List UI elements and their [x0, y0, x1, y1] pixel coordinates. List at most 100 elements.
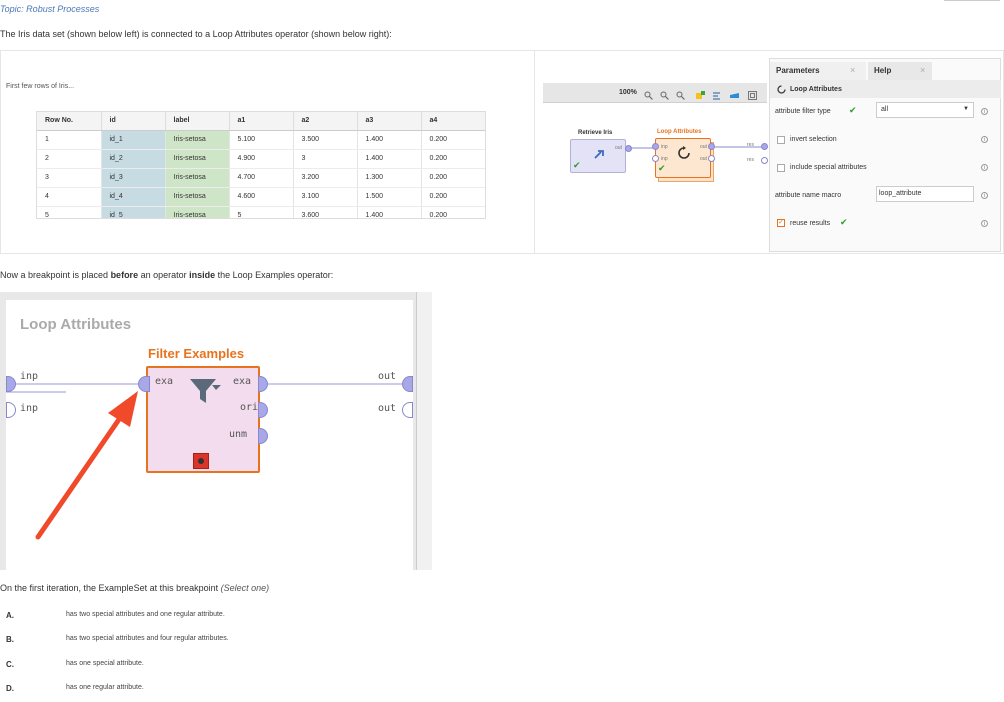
valid-check-icon: ✔ — [840, 217, 848, 227]
subprocess-out-port-1[interactable] — [402, 376, 413, 392]
table-cell: 1.400 — [357, 130, 422, 150]
zoom-in-icon[interactable] — [644, 87, 653, 100]
table-cell: 0.200 — [421, 168, 485, 188]
table-cell: 3.500 — [293, 130, 358, 150]
table-cell: 5.100 — [229, 130, 294, 150]
vertical-scrollbar[interactable] — [416, 292, 432, 570]
port-label: inp — [661, 156, 668, 162]
intro-text: The Iris data set (shown below left) is … — [0, 29, 392, 39]
loop-out-port-2[interactable] — [708, 155, 715, 162]
column-header[interactable]: Row No. — [37, 112, 102, 131]
auto-wire-icon[interactable] — [696, 87, 705, 99]
table-cell: 4.600 — [229, 187, 294, 207]
column-header[interactable]: label — [165, 112, 230, 131]
info-icon[interactable]: i — [981, 220, 988, 227]
column-header[interactable]: a4 — [421, 112, 485, 131]
table-cell: 3.200 — [293, 168, 358, 188]
table-cell: 4.700 — [229, 168, 294, 188]
option-d-text[interactable]: has one regular attribute. — [66, 684, 144, 691]
table-cell: 1.400 — [357, 149, 422, 169]
table-cell: 5 — [229, 206, 294, 218]
macro-input[interactable]: loop_attribute — [876, 186, 974, 202]
breakpoint-icon[interactable] — [193, 453, 209, 469]
info-icon[interactable]: i — [981, 164, 988, 171]
connection-wire — [715, 146, 765, 148]
table-cell: 0.200 — [421, 206, 485, 218]
loop-icon — [678, 146, 690, 159]
option-a-text[interactable]: has two special attributes and one regul… — [66, 611, 225, 618]
table-cell: Iris-setosa — [165, 206, 230, 218]
table-cell: 0.200 — [421, 130, 485, 150]
operator-name: Loop Attributes — [790, 86, 842, 93]
result-port-2[interactable] — [761, 157, 768, 164]
zoom-fit-icon[interactable] — [676, 87, 685, 100]
option-b-letter[interactable]: B. — [6, 635, 14, 644]
info-icon[interactable]: i — [981, 108, 988, 115]
reuse-results-checkbox[interactable]: ✓ — [777, 219, 785, 227]
table-cell: 0.200 — [421, 149, 485, 169]
filter-type-select[interactable]: all ▼ — [876, 102, 974, 118]
subprocess-out-port-2[interactable] — [402, 402, 413, 418]
text-segment: Now a breakpoint is placed — [0, 270, 111, 280]
info-icon[interactable]: i — [981, 192, 988, 199]
table-cell: 3.600 — [293, 206, 358, 218]
filter-exa-in-port[interactable] — [138, 376, 150, 392]
loop-icon — [777, 85, 786, 94]
option-b-text[interactable]: has two special attributes and four regu… — [66, 635, 229, 642]
invert-selection-checkbox[interactable] — [777, 136, 785, 144]
zoom-out-icon[interactable] — [660, 87, 669, 100]
table-cell: 1 — [37, 130, 102, 150]
column-header[interactable]: a2 — [293, 112, 358, 131]
table-cell: 1.500 — [357, 187, 422, 207]
success-check-icon: ✔ — [573, 160, 581, 170]
close-icon[interactable]: × — [850, 65, 856, 75]
table-cell: 3.100 — [293, 187, 358, 207]
column-header[interactable]: id — [101, 112, 166, 131]
table-caption: First few rows of Iris... — [6, 83, 75, 90]
arrange-icon[interactable] — [712, 87, 721, 100]
retrieve-iris-title: Retrieve Iris — [578, 130, 613, 136]
table-cell: Iris-setosa — [165, 168, 230, 188]
tab-parameters[interactable]: Parameters — [770, 62, 866, 80]
table-cell: 1.300 — [357, 168, 422, 188]
loop-inp-port-2[interactable] — [652, 155, 659, 162]
close-icon[interactable]: × — [920, 65, 926, 75]
invert-selection-label: invert selection — [790, 136, 837, 143]
tab-help[interactable]: Help — [868, 62, 932, 80]
retrieve-icon — [594, 150, 604, 159]
table-cell: 3 — [37, 168, 102, 188]
fullscreen-icon[interactable] — [748, 87, 757, 100]
include-special-checkbox[interactable] — [777, 164, 785, 172]
table-header-row: Row No. id label a1 a2 a3 a4 — [37, 112, 485, 131]
column-header[interactable]: a3 — [357, 112, 422, 131]
option-c-text[interactable]: has one special attribute. — [66, 660, 144, 667]
select-value: all — [881, 106, 889, 113]
annotation-icon[interactable] — [730, 87, 739, 98]
zoom-level: 100% — [619, 89, 637, 96]
process-toolbar — [543, 83, 767, 103]
include-special-label: include special attributes — [790, 164, 867, 171]
option-d-letter[interactable]: D. — [6, 684, 14, 693]
option-a-letter[interactable]: A. — [6, 611, 14, 620]
reuse-results-label: reuse results — [790, 220, 831, 227]
table-cell: 4.900 — [229, 149, 294, 169]
result-port-label: res — [747, 142, 754, 148]
result-port-1[interactable] — [761, 143, 768, 150]
table-cell: id_2 — [101, 149, 166, 169]
result-port-label: res — [747, 157, 754, 163]
subprocess-title: Loop Attributes — [20, 316, 132, 333]
port-label: exa — [155, 376, 174, 387]
option-c-letter[interactable]: C. — [6, 660, 14, 669]
loop-inp-port-1[interactable] — [652, 143, 659, 150]
breakpoint-description: Now a breakpoint is placed before an ope… — [0, 270, 333, 280]
table-cell: id_3 — [101, 168, 166, 188]
column-header[interactable]: a1 — [229, 112, 294, 131]
table-cell: Iris-setosa — [165, 149, 230, 169]
info-icon[interactable]: i — [981, 136, 988, 143]
macro-label: attribute name macro — [775, 192, 842, 199]
port-label: inp — [20, 403, 39, 414]
loop-out-port-1[interactable] — [708, 143, 715, 150]
retrieve-iris-operator[interactable]: ✔ — [570, 139, 626, 173]
